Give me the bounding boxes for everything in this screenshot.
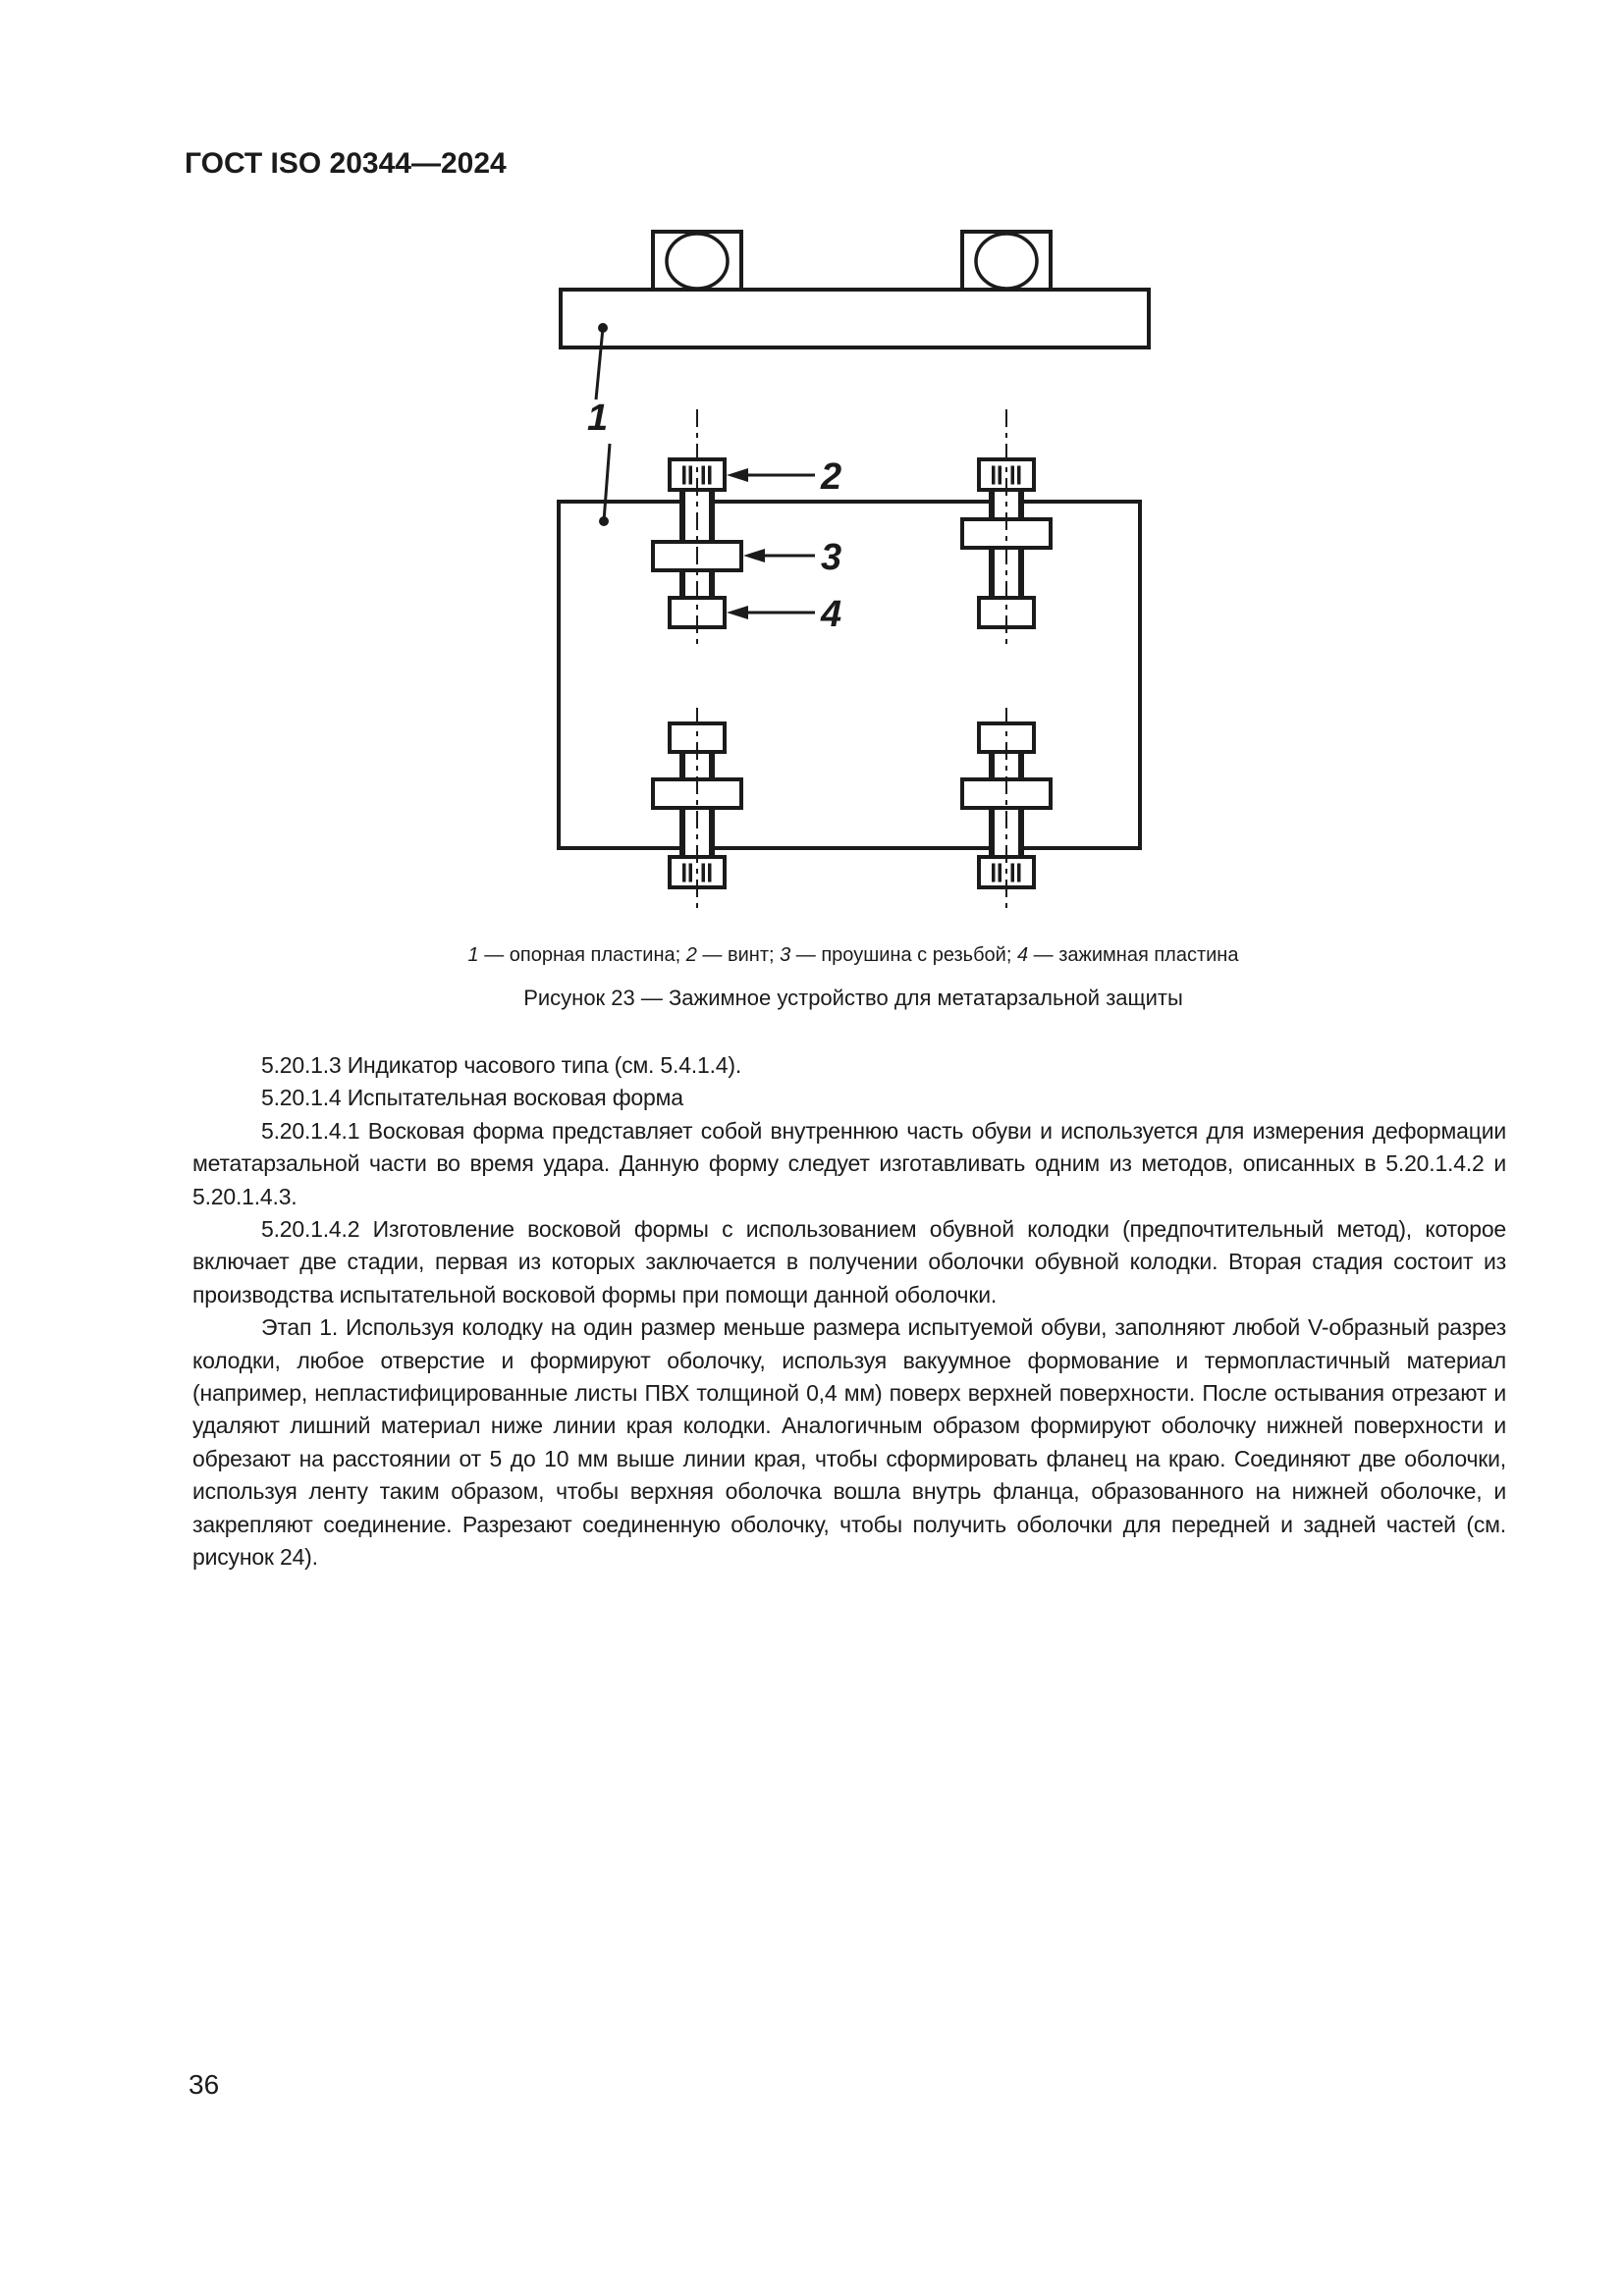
- legend-text-1: — опорная пластина;: [478, 944, 686, 966]
- paragraph: 5.20.1.4.2 Изготовление восковой формы с…: [192, 1216, 1506, 1308]
- figure-caption: Рисунок 23 — Зажимное устройство для мет…: [523, 986, 1183, 1010]
- guide-block-right: [960, 230, 1053, 292]
- page-number: 36: [189, 2069, 220, 2100]
- legend-text-4: — зажимная пластина: [1028, 944, 1239, 966]
- callout-3: 3: [821, 537, 841, 578]
- legend-text-2: — винт;: [696, 944, 781, 966]
- document-header: ГОСТ ISO 20344—2024: [185, 147, 507, 180]
- bolt-assembly-bottom-right: [960, 708, 1053, 909]
- bolt-assembly-bottom-left: [651, 708, 743, 909]
- callout-2: 2: [820, 456, 841, 498]
- callout-1: 1: [587, 398, 608, 439]
- callout-arrow-4: 4: [727, 594, 841, 635]
- legend-num-3: 3: [780, 944, 791, 966]
- clamping-plate-body: [557, 500, 1142, 850]
- leader-line-1: 1: [587, 323, 612, 526]
- paragraph: Этап 1. Используя колодку на один размер…: [192, 1314, 1506, 1571]
- figure-legend: 1 — опорная пластина; 2 — винт; 3 — проу…: [192, 944, 1514, 967]
- callout-4: 4: [820, 594, 841, 635]
- body-text: 5.20.1.3 Индикатор часового типа (см. 5.…: [192, 1049, 1506, 1575]
- legend-text-3: — проушина с резьбой;: [790, 944, 1017, 966]
- support-plate: [559, 230, 1151, 349]
- callout-arrow-2: 2: [727, 456, 841, 498]
- paragraph: 5.20.1.4.1 Восковая форма представляет с…: [192, 1117, 1506, 1209]
- legend-num-2: 2: [685, 944, 697, 966]
- bolt-assembly-top-left: [651, 409, 743, 644]
- guide-block-left: [651, 230, 743, 292]
- paragraph: 5.20.1.3 Индикатор часового типа (см. 5.…: [261, 1052, 742, 1078]
- bolt-assembly-top-right: [960, 409, 1053, 644]
- figure-23-diagram: 1: [557, 230, 1151, 909]
- callout-arrow-3: 3: [743, 537, 841, 578]
- legend-num-4: 4: [1016, 944, 1029, 966]
- legend-num-1: 1: [467, 944, 479, 966]
- paragraph: 5.20.1.4 Испытательная восковая форма: [261, 1085, 683, 1111]
